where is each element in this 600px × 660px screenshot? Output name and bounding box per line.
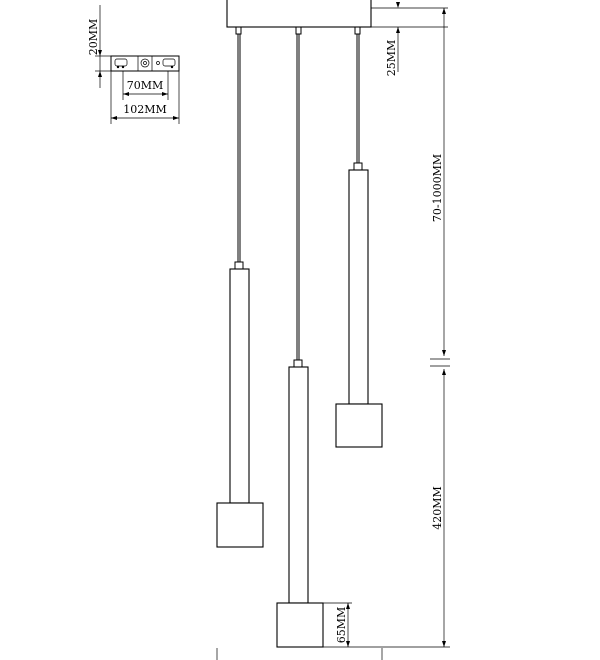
dim-arrow (162, 92, 168, 96)
cable-length-label: 70-1000MM (431, 154, 444, 222)
bracket-center-plate (137, 55, 153, 72)
shade-height-label: 65MM (335, 607, 348, 644)
overall-height-dimension: 70-1000MM 420MM (323, 8, 450, 648)
bracket-rivet (156, 61, 160, 65)
canopy-height-dimension: 25MM (385, 27, 400, 76)
bottom-partial-dimension (216, 648, 383, 660)
bracket-rivet (121, 65, 125, 69)
dim-arrow (442, 8, 446, 14)
cable-connector (293, 359, 303, 368)
cable-grip (354, 26, 361, 35)
canopy-height-label: 25MM (385, 40, 398, 77)
pendant-right (335, 34, 383, 448)
shade-height-dimension: 65MM (323, 602, 352, 647)
cable-connector (353, 162, 363, 171)
dim-arrow (123, 92, 129, 96)
mounting-bracket-detail: 20MM 70MM 102MM (87, 5, 180, 124)
bracket-width-label: 102MM (123, 103, 167, 116)
cable-grip (235, 26, 242, 35)
canopy-body (226, 0, 372, 28)
pendant-middle (276, 34, 324, 648)
dim-arrow (442, 641, 446, 647)
dim-arrow (442, 350, 446, 356)
dim-arrow (98, 50, 102, 56)
pendant-tube (288, 366, 309, 604)
bracket-slot-right (162, 58, 176, 67)
pendant-shade (335, 403, 383, 448)
dim-arrow (173, 116, 179, 120)
bracket-screw-center (143, 61, 147, 65)
pendant-tube (229, 268, 250, 504)
pendant-shade (216, 502, 264, 548)
pendant-length-label: 420MM (431, 486, 444, 530)
dim-arrow (111, 116, 117, 120)
dim-arrow (346, 603, 350, 609)
pendant-left (216, 34, 264, 548)
bracket-height-label: 20MM (87, 19, 100, 56)
dim-arrow (346, 641, 350, 647)
pendant-tube (348, 169, 369, 405)
bracket-screw-hole (140, 58, 150, 68)
ceiling-canopy (226, 0, 448, 35)
dim-arrow (442, 369, 446, 375)
cable-grip (295, 26, 302, 35)
pendant-shade (276, 602, 324, 648)
dim-arrow (396, 2, 400, 8)
bracket-rivet (116, 65, 120, 69)
bracket-hole-spacing-label: 70MM (127, 79, 164, 92)
dim-arrow (98, 71, 102, 77)
bracket-rivet (170, 65, 174, 69)
cable-connector (234, 261, 244, 270)
dim-arrow (396, 27, 400, 33)
bracket-slot-left (114, 58, 128, 67)
mounting-bracket-outline (110, 55, 180, 72)
